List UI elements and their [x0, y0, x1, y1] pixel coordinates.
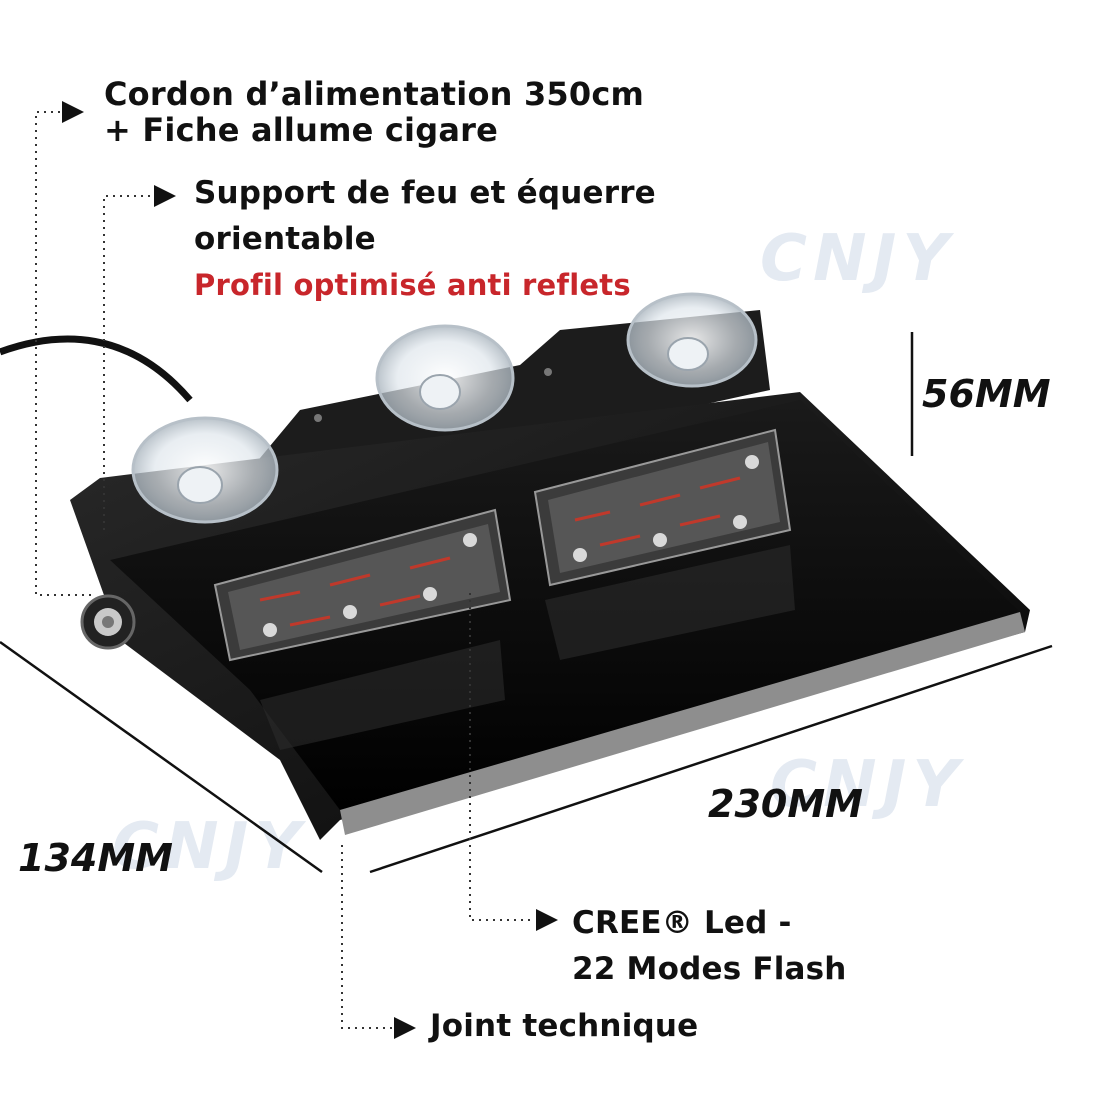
leader-bracket — [103, 195, 150, 530]
depth-dimension-label: 134MM — [18, 836, 173, 880]
power-line-1: Cordon d’alimentation 350cm — [104, 75, 645, 113]
leader-joint — [341, 840, 392, 1029]
callout-bracket: Support de feu et équerre orientable Pro… — [194, 170, 656, 308]
arrow-icon — [154, 185, 176, 207]
callout-joint: Joint technique — [430, 1008, 699, 1044]
watermark-logo: CNJY — [760, 222, 955, 296]
power-cord — [0, 335, 193, 403]
arrow-icon — [62, 101, 84, 123]
depth-dimension-line — [0, 640, 323, 874]
suction-cup — [626, 292, 758, 388]
led-module-right — [533, 428, 792, 587]
cree-line-2: 22 Modes Flash — [572, 951, 847, 987]
callout-power-cord: Cordon d’alimentation 350cm + Fiche allu… — [104, 76, 644, 148]
led-module-left — [213, 508, 512, 662]
height-dimension-label: 56MM — [922, 372, 1051, 416]
watermark-logo: CNJY — [112, 810, 307, 884]
leader-cree — [469, 590, 530, 921]
arrow-icon — [536, 909, 558, 931]
power-line-2: + Fiche allume cigare — [104, 111, 498, 149]
suction-cup — [375, 324, 515, 432]
bracket-line-2: orientable — [194, 221, 376, 257]
arrow-icon — [394, 1017, 416, 1039]
callout-cree-led: CREE® Led - 22 Modes Flash — [572, 900, 847, 992]
width-dimension-label: 230MM — [708, 782, 863, 826]
suction-cup — [131, 416, 279, 524]
width-dimension-line — [369, 644, 1053, 874]
cree-line-1: CREE® Led - — [572, 905, 792, 941]
bracket-highlight: Profil optimisé anti reflets — [194, 268, 631, 302]
adjustment-knob — [80, 594, 136, 650]
watermark-logo: CNJY — [770, 748, 965, 822]
bracket-line-1: Support de feu et équerre — [194, 175, 656, 211]
